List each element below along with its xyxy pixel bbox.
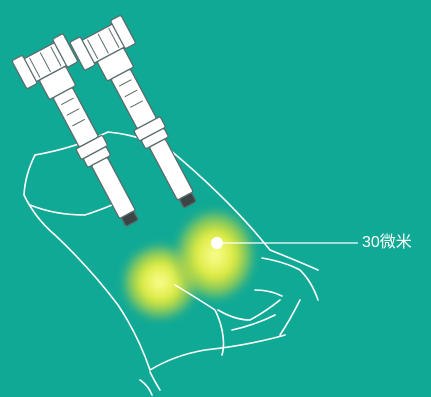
dot-marker-icon [211,237,223,249]
annotation-label: 30微米 [362,233,412,253]
glow-spots [118,205,259,324]
fiber-probe-right [70,15,215,219]
